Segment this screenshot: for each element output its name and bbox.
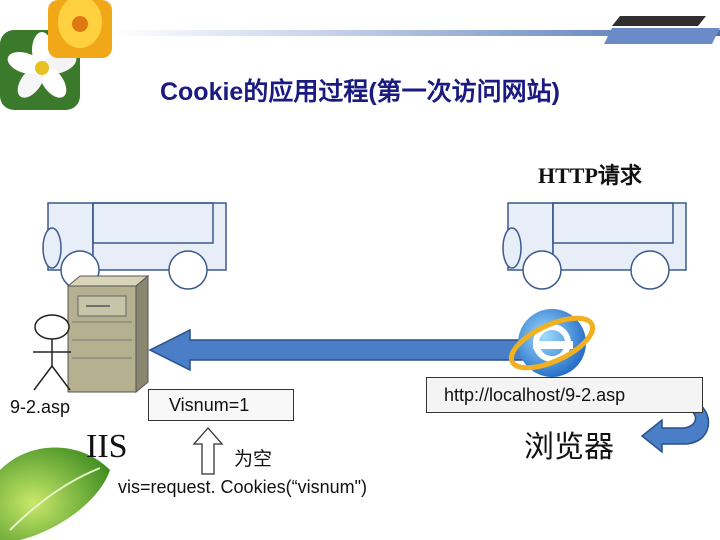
leaf-icon — [0, 447, 110, 540]
ie-icon — [508, 309, 596, 377]
page-title: Cookie的应用过程(第一次访问网站) — [159, 78, 560, 106]
browser-url-box: http://localhost/9-2.asp — [426, 377, 703, 413]
server-icon — [66, 274, 150, 394]
flower-icon — [0, 0, 112, 110]
cookie-value-box: Visnum=1 — [148, 389, 294, 421]
server-page-label: 9-2.asp — [10, 397, 71, 417]
http-request-label: HTTP请求 — [538, 163, 642, 188]
server-name-label: IIS — [86, 428, 128, 465]
top-banner — [110, 16, 720, 44]
code-line: vis=request. Cookies(“visnum") — [118, 477, 367, 497]
request-arrow — [148, 328, 541, 372]
empty-label: 为空 — [234, 449, 273, 470]
browser-name-label: 浏览器 — [524, 431, 614, 464]
up-arrow-icon — [192, 427, 224, 475]
stick-figure-icon — [33, 314, 71, 391]
truck-icon — [42, 202, 227, 290]
truck-icon — [502, 202, 687, 290]
